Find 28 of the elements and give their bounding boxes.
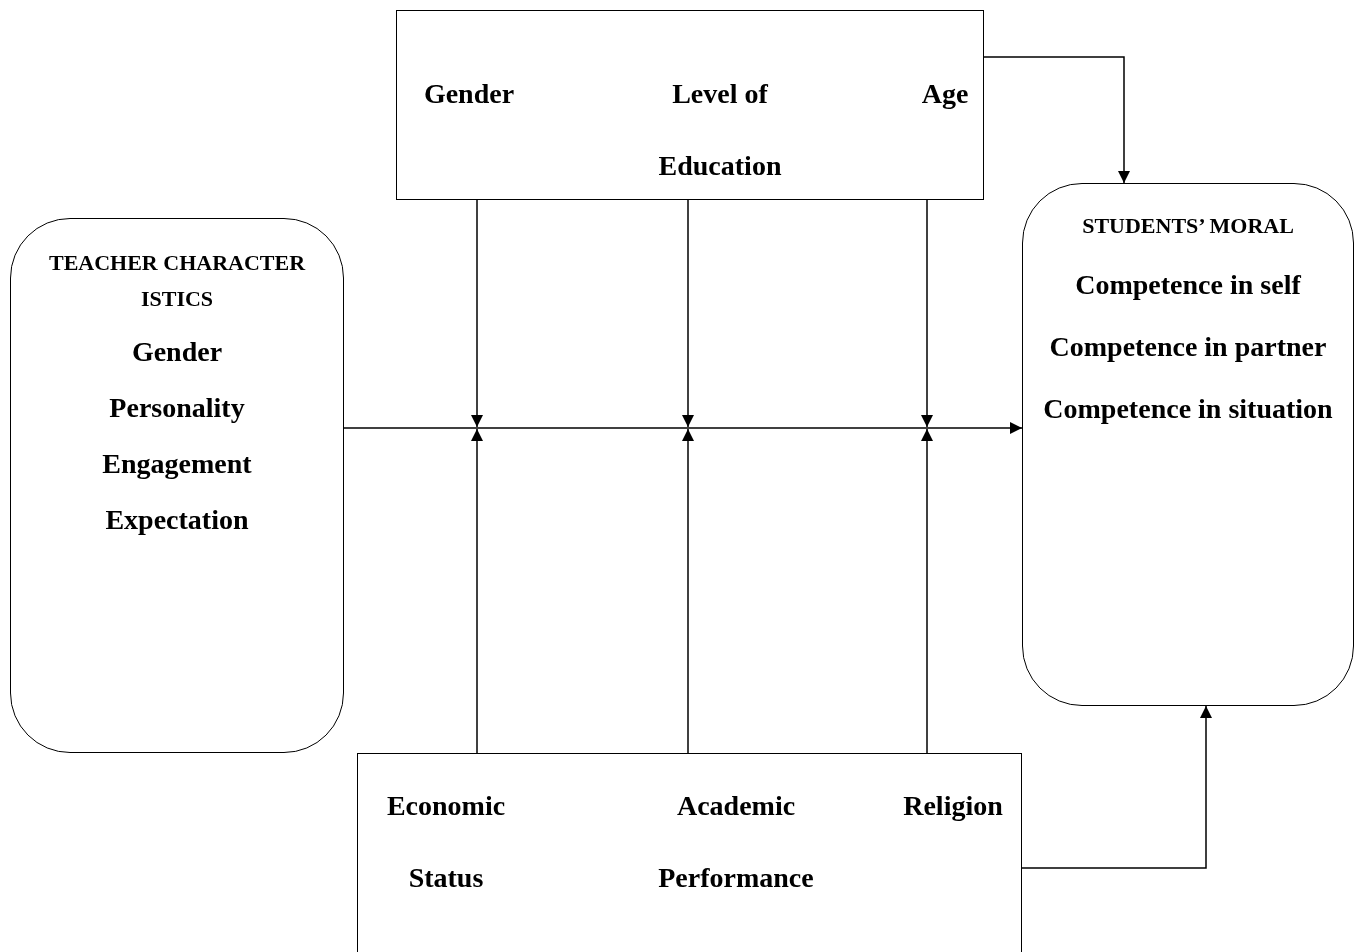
box <box>357 753 1022 952</box>
arrow <box>471 199 483 428</box>
factor-label: Age <box>920 77 970 111</box>
box-heading: TEACHER CHARACTERISTICS <box>47 249 307 313</box>
arrow <box>682 199 694 428</box>
item-label: Competence in situation <box>1043 392 1333 426</box>
factor-label: Level of Education <box>657 77 783 183</box>
arrow <box>921 428 933 754</box>
rounded-box <box>1022 183 1354 706</box>
box-heading: STUDENTS’ MORAL <box>1081 212 1295 240</box>
arrow <box>682 428 694 754</box>
arrow <box>471 428 483 754</box>
item-label: Competence in partner <box>1048 330 1328 364</box>
item-label: Gender <box>130 335 224 369</box>
factor-label: Religion <box>902 789 1004 823</box>
factor-label: Economic Status <box>385 789 507 895</box>
item-label: Competence in self <box>1074 268 1302 302</box>
item-label: Engagement <box>101 447 253 481</box>
factor-label: Academic Performance <box>657 789 815 895</box>
arrow <box>983 56 1130 184</box>
arrow <box>921 199 933 428</box>
factor-label: Gender <box>422 77 516 111</box>
item-label: Expectation <box>104 503 250 537</box>
arrow <box>343 422 1023 434</box>
rounded-box <box>10 218 344 753</box>
arrow <box>1021 705 1212 869</box>
box <box>396 10 984 200</box>
item-label: Personality <box>108 391 246 425</box>
